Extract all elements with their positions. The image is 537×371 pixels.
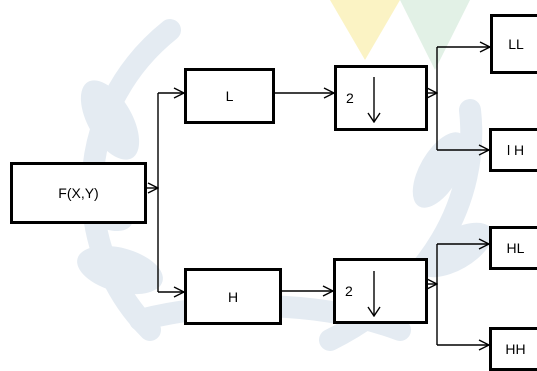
low-filter-label: L	[225, 88, 234, 104]
output-ll-label: LL	[508, 36, 524, 52]
downsample-node-bottom: 2	[333, 258, 428, 324]
input-node-label: F(X,Y)	[58, 185, 99, 201]
high-filter-label: H	[227, 288, 239, 305]
downsample-bottom-label: 2	[345, 283, 353, 299]
output-hh-node: HH	[489, 327, 537, 371]
output-hh-label: HH	[505, 341, 526, 357]
output-ll-node: LL	[490, 14, 537, 74]
diagram-canvas: F(X,Y) L H 2 2 LL l H HL HH	[10, 0, 537, 371]
downsample-top-label: 2	[346, 90, 354, 106]
output-lh-node: l H	[489, 128, 537, 172]
output-hl-node: HL	[489, 226, 537, 270]
high-filter-node: H	[184, 268, 282, 325]
output-hl-label: HL	[506, 240, 525, 256]
output-lh-label: l H	[506, 142, 525, 158]
downsample-node-top: 2	[334, 65, 428, 131]
low-filter-node: L	[184, 68, 275, 124]
down-arrow-icon	[367, 77, 381, 123]
down-arrow-icon	[367, 271, 381, 317]
diagram-connectors	[147, 0, 537, 363]
input-node: F(X,Y)	[10, 162, 147, 224]
